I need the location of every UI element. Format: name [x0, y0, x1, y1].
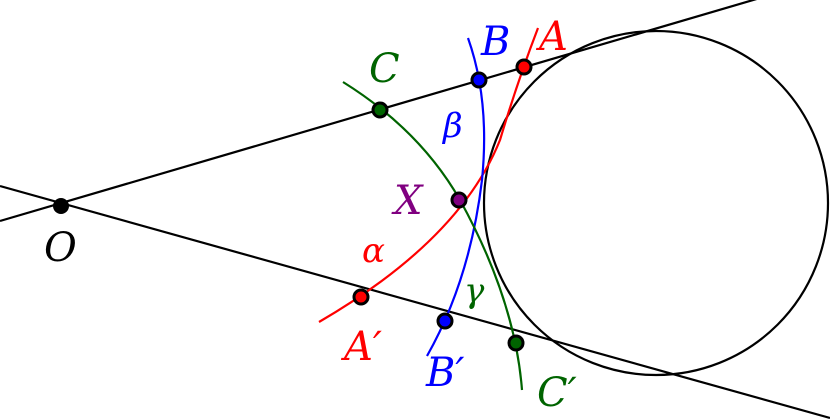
- label-O: O: [44, 225, 77, 271]
- label-A: A: [535, 14, 568, 60]
- label-A-prime: A′: [340, 324, 382, 370]
- point-A: [515, 58, 533, 76]
- label-B: B: [480, 19, 510, 65]
- tangent-circle: [482, 29, 830, 377]
- label-beta: β: [441, 106, 463, 146]
- lower-tangent-line: [0, 184, 830, 420]
- label-C-prime: C′: [537, 370, 577, 416]
- point-A-prime: [352, 288, 370, 306]
- label-alpha: α: [362, 231, 385, 271]
- point-C-prime: [507, 334, 525, 352]
- point-C: [371, 101, 389, 119]
- label-C: C: [369, 46, 400, 92]
- point-X: [450, 191, 468, 209]
- label-gamma: γ: [464, 271, 485, 311]
- point-B-prime: [436, 312, 454, 330]
- label-B-prime: B′: [425, 350, 464, 396]
- point-O: [53, 198, 69, 214]
- point-B: [470, 71, 488, 89]
- label-X: X: [391, 178, 424, 224]
